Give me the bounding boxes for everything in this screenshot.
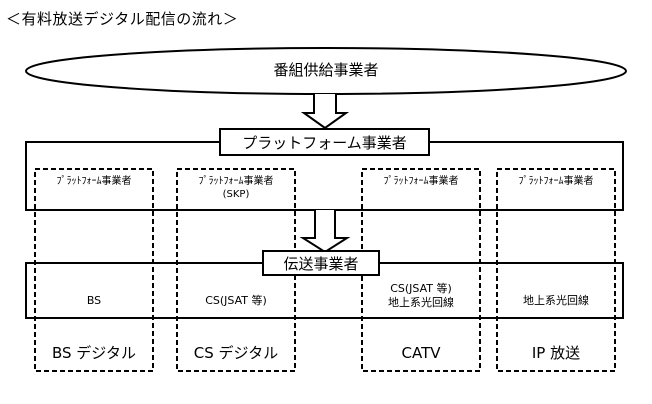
diagram-title: ＜有料放送デジタル配信の流れ＞: [6, 10, 239, 28]
service-catv: CATV: [401, 344, 441, 362]
platform-label: プラットフォーム事業者: [242, 133, 407, 152]
column-box-bs: [34, 168, 154, 372]
arrow-supplier-to-platform: [300, 94, 350, 130]
transmission-label-box: 伝送事業者: [262, 250, 380, 276]
service-cs: CS デジタル: [193, 344, 279, 362]
column-box-ip: [496, 168, 616, 372]
transmission-cs: CS(JSAT 等): [177, 294, 295, 308]
platform-label-box: プラットフォーム事業者: [219, 128, 430, 156]
transmission-line1: BS: [86, 294, 102, 307]
service-ip: IP 放送: [531, 344, 581, 362]
platform-operator-ip: ﾌﾟﾗｯﾄﾌｫｰﾑ事業者: [497, 176, 615, 189]
platform-operator-label: ﾌﾟﾗｯﾄﾌｫｰﾑ事業者: [383, 176, 459, 187]
transmission-ip: 地上系光回線: [497, 294, 615, 308]
transmission-catv: CS(JSAT 等) 地上系光回線: [362, 282, 480, 310]
platform-operator-label: ﾌﾟﾗｯﾄﾌｫｰﾑ事業者: [518, 176, 594, 187]
transmission-line1: CS(JSAT 等): [205, 294, 267, 307]
platform-operator-label: ﾌﾟﾗｯﾄﾌｫｰﾑ事業者: [198, 176, 274, 187]
transmission-label: 伝送事業者: [283, 254, 359, 273]
transmission-line1: 地上系光回線: [523, 294, 589, 307]
arrow-platform-to-transmission: [299, 210, 351, 254]
platform-operator-catv: ﾌﾟﾗｯﾄﾌｫｰﾑ事業者: [362, 176, 480, 189]
platform-operator-cs: ﾌﾟﾗｯﾄﾌｫｰﾑ事業者 (SKP): [177, 176, 295, 201]
supplier-label: 番組供給事業者: [273, 61, 379, 79]
platform-operator-label: ﾌﾟﾗｯﾄﾌｫｰﾑ事業者: [56, 176, 132, 187]
platform-operator-sub: (SKP): [222, 188, 250, 200]
transmission-line2: 地上系光回線: [388, 295, 454, 309]
service-bs: BS デジタル: [51, 344, 137, 362]
platform-operator-bs: ﾌﾟﾗｯﾄﾌｫｰﾑ事業者: [35, 176, 153, 189]
transmission-line1: CS(JSAT 等): [390, 282, 452, 295]
transmission-bs: BS: [35, 294, 153, 308]
